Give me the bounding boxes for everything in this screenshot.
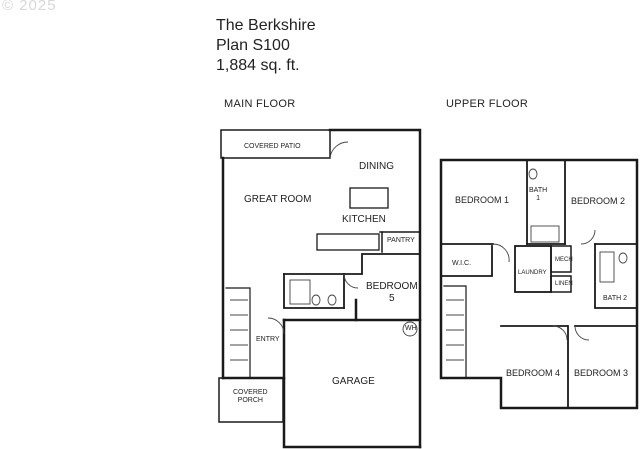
covered-patio-label: COVERED PATIO [244, 143, 301, 150]
laundry-label: LAUNDRY [518, 270, 547, 276]
bath-1-line2: 1 [536, 195, 541, 202]
bedroom-2-label: BEDROOM 2 [571, 196, 626, 206]
pantry-label: PANTRY [387, 237, 415, 244]
kitchen-label: KITCHEN [342, 214, 386, 225]
bedroom-5-line1: BEDROOM [366, 281, 418, 292]
water-heater-label: WH [405, 325, 417, 332]
covered-porch-line1: COVERED [233, 389, 268, 396]
main-floor-label: MAIN FLOOR [224, 98, 296, 110]
bedroom-1-label: BEDROOM 1 [455, 195, 510, 205]
linen-label: LINEN [555, 281, 573, 287]
plan-name: The Berkshire [216, 17, 316, 34]
main-floor-walls [218, 128, 422, 449]
bath-1-label: BATH 1 [529, 187, 547, 203]
bedroom-4-label: BEDROOM 4 [506, 368, 561, 378]
covered-porch-line2: PORCH [237, 397, 263, 404]
bedroom-5-line2: 5 [389, 293, 395, 304]
entry-label: ENTRY [256, 336, 280, 343]
bath-2-label: BATH 2 [603, 295, 627, 302]
plan-title-block: The Berkshire Plan S100 1,884 sq. ft. [216, 16, 316, 76]
bedroom-5-label: BEDROOM 5 [366, 281, 418, 305]
copyright-watermark: © 2025 [2, 0, 57, 14]
covered-porch-label: COVERED PORCH [233, 389, 268, 405]
plan-number: Plan S100 [216, 37, 290, 54]
upper-floor-label: UPPER FLOOR [446, 98, 529, 110]
garage-label: GARAGE [332, 376, 375, 387]
bath-1-line1: BATH [529, 187, 548, 194]
upper-floor-walls [439, 158, 639, 410]
dining-label: DINING [359, 161, 394, 172]
wic-label: W.I.C. [452, 260, 472, 267]
bedroom-3-label: BEDROOM 3 [574, 368, 629, 378]
plan-area: 1,884 sq. ft. [216, 57, 300, 74]
mech-label: MECH [555, 257, 573, 263]
great-room-label: GREAT ROOM [244, 194, 312, 205]
